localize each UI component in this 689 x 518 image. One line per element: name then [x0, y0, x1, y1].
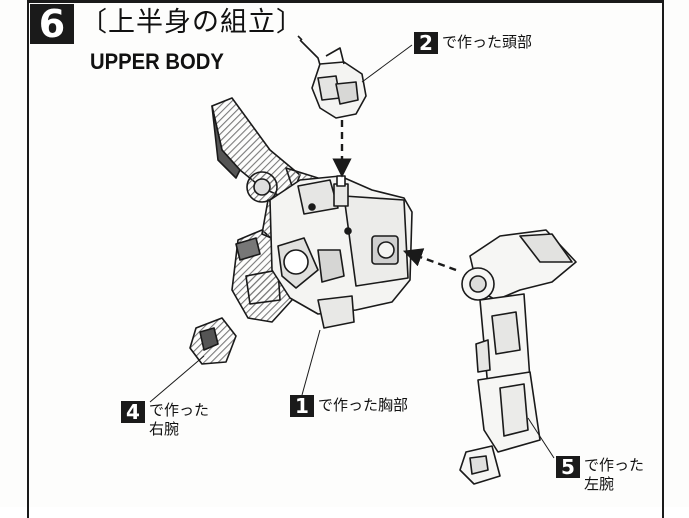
- frame-top-rule: [27, 0, 664, 3]
- head-part: [297, 35, 367, 119]
- callout-head: 2 で作った頭部: [414, 32, 532, 54]
- chest-part: [269, 175, 413, 329]
- step-title-japanese: 〔上半身の組立〕: [80, 7, 304, 38]
- right-arm-leader-line: [149, 355, 205, 403]
- callout-number: 5: [556, 456, 580, 478]
- callout-label: で作った: [584, 456, 645, 474]
- instruction-page: 6 〔上半身の組立〕 UPPER BODY: [27, 0, 664, 518]
- step-number-badge: 6: [30, 4, 74, 44]
- head-leader-line: [361, 44, 413, 83]
- callout-label-line2: 左腕: [584, 475, 615, 493]
- arm-attach-arrow: [402, 248, 457, 272]
- step-title-english: UPPER BODY: [90, 49, 224, 74]
- callout-label: で作った: [149, 401, 210, 419]
- callout-number: 1: [290, 395, 314, 417]
- step-frame: [27, 0, 664, 518]
- left-arm-leader-line: [527, 417, 555, 459]
- assembly-illustration: [149, 35, 577, 485]
- callout-number: 4: [121, 401, 145, 423]
- chest-leader-line: [301, 329, 321, 396]
- callout-left-arm: 5 で作った 左腕: [556, 456, 644, 494]
- left-arm-part: [459, 229, 577, 485]
- callout-label-line2: 右腕: [149, 420, 180, 438]
- callout-label: で作った胸部: [318, 396, 409, 414]
- callout-chest: 1 で作った胸部: [290, 395, 408, 417]
- callout-right-arm: 4 で作った 右腕: [121, 401, 209, 439]
- callout-label: で作った頭部: [442, 33, 533, 51]
- callout-number: 2: [414, 32, 438, 54]
